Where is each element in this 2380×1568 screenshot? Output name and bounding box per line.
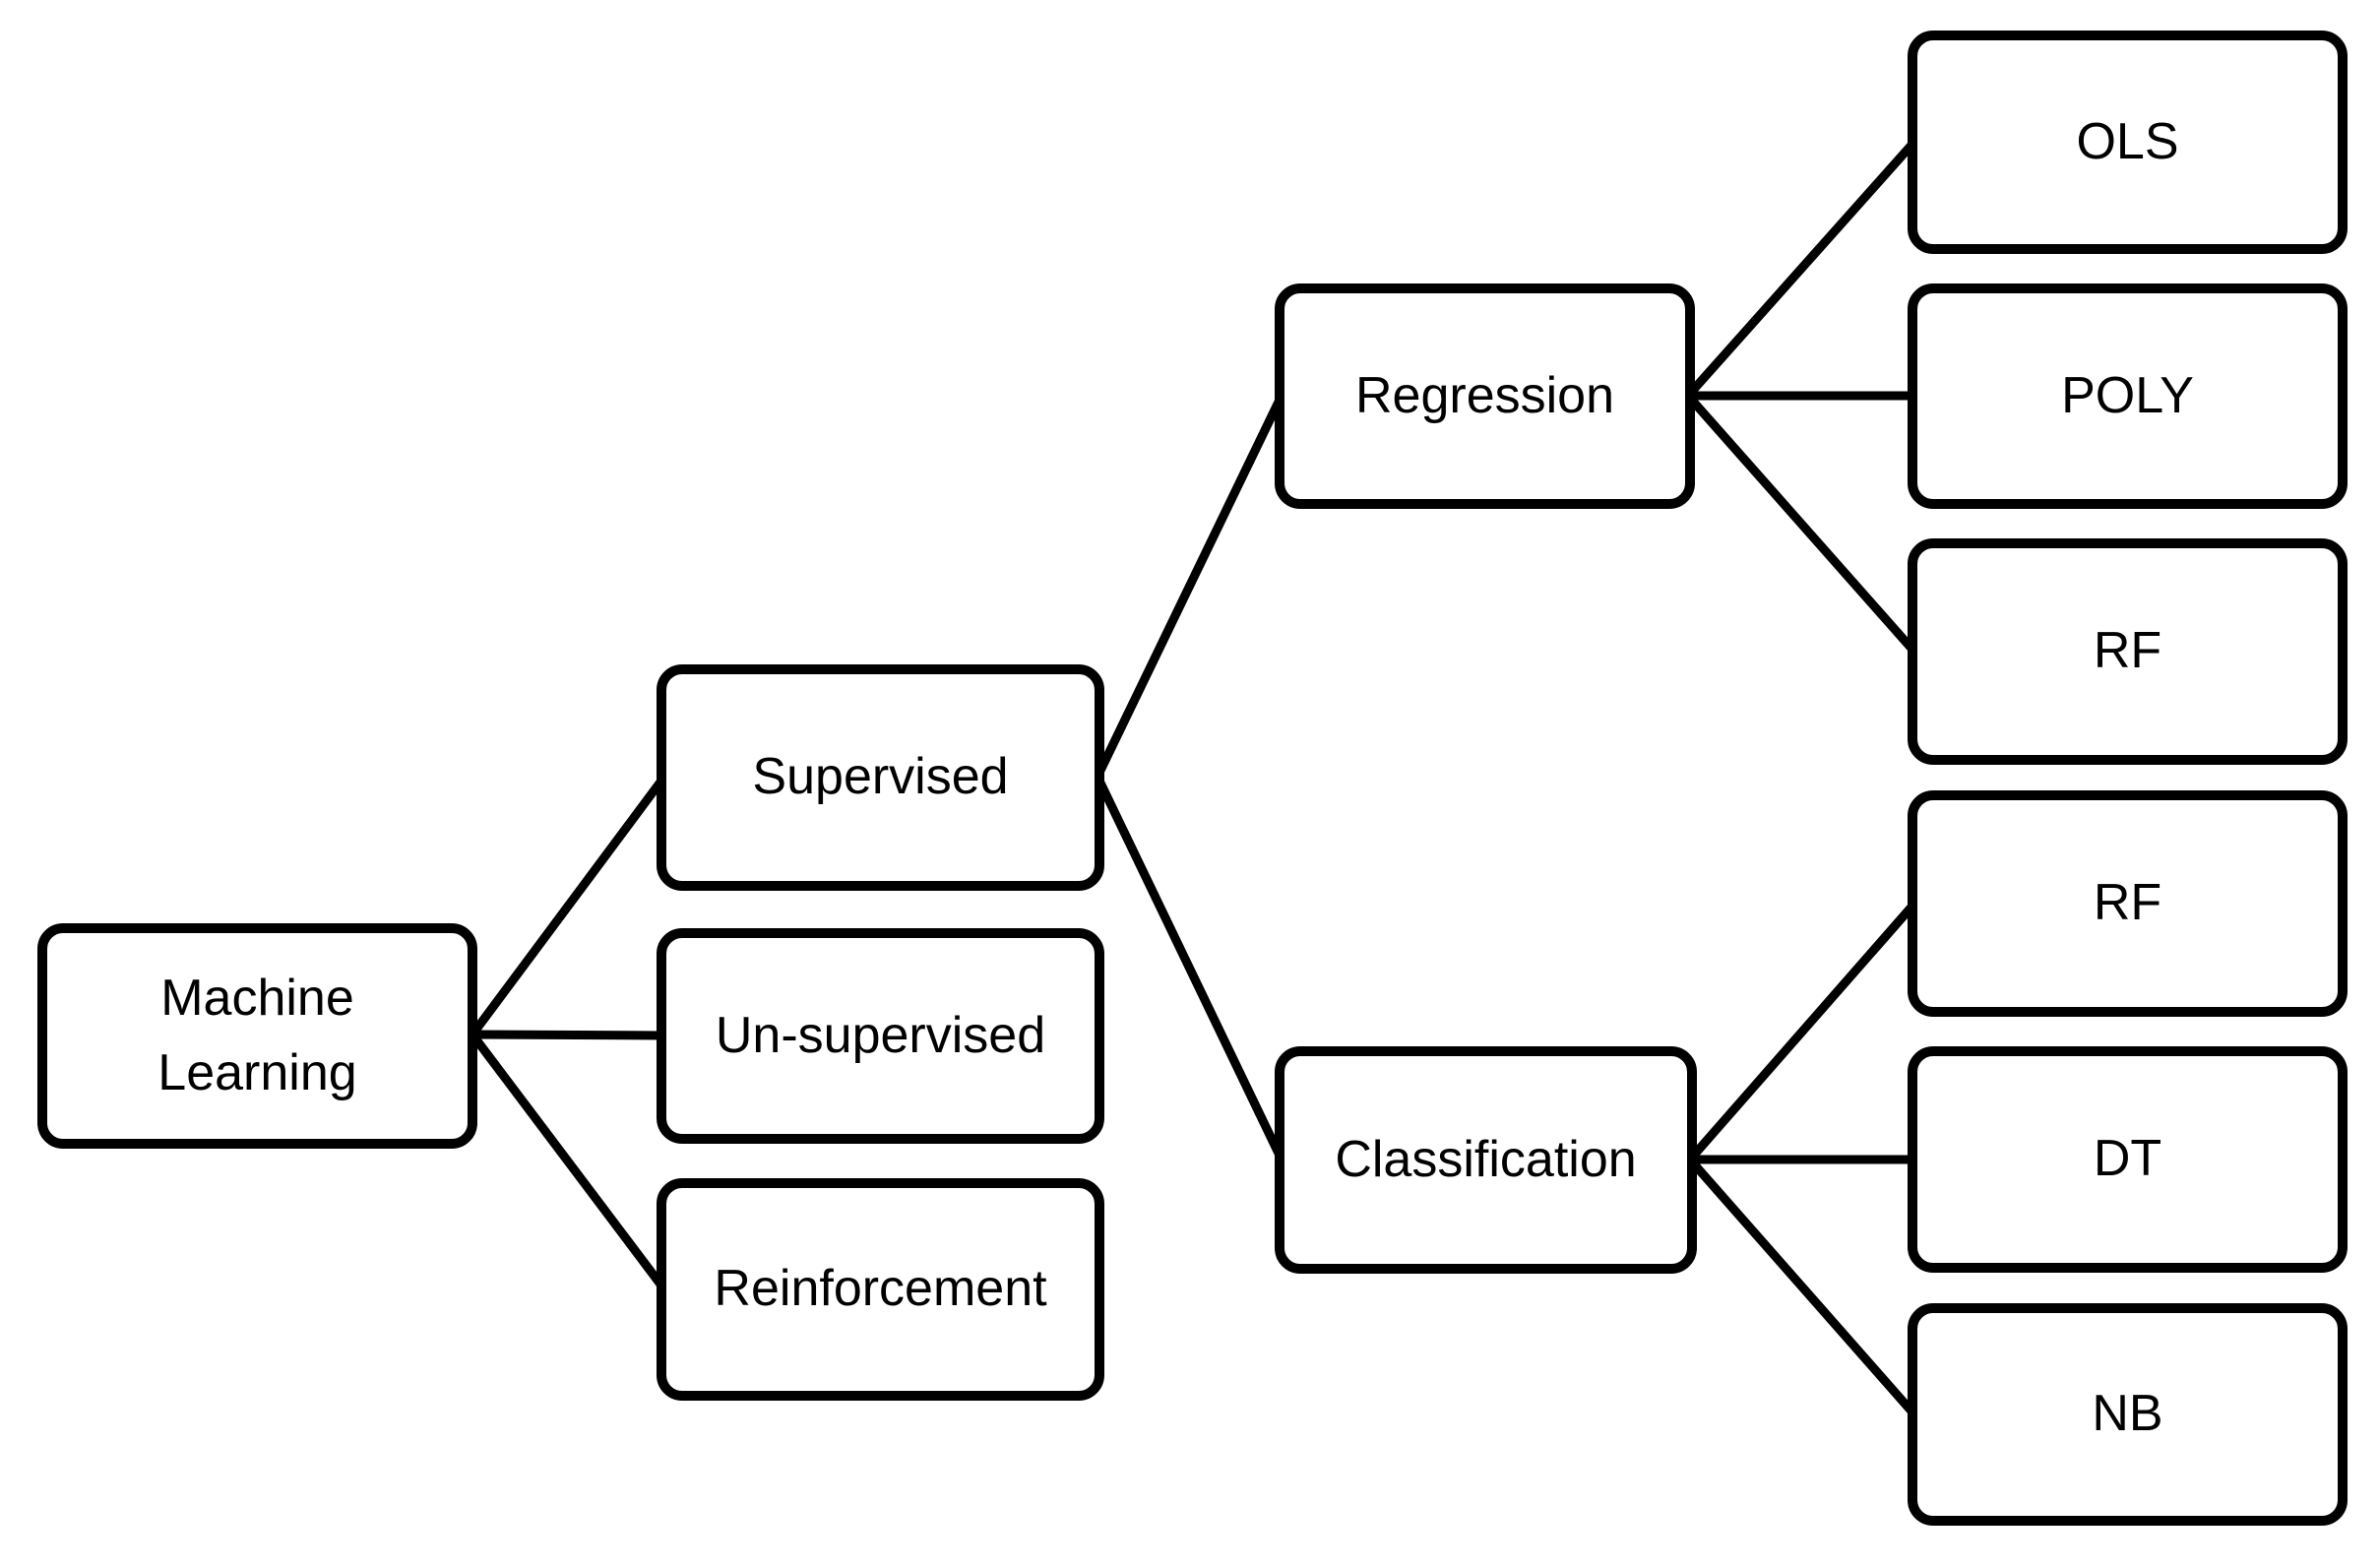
node-label: Regression <box>1354 366 1615 424</box>
edge-regression-rf <box>1684 393 1918 655</box>
edge-classification-rf <box>1686 901 1918 1162</box>
node-un-supervised: Un-supervised <box>657 928 1104 1144</box>
edge-machine-learning-supervised <box>469 774 668 1037</box>
node-label: Machine Learning <box>157 970 357 1101</box>
node-nb: NB <box>1908 1303 2348 1526</box>
edge-regression-ols <box>1684 139 1918 399</box>
node-label: Classification <box>1335 1130 1637 1188</box>
edge-supervised-regression <box>1093 394 1286 779</box>
node-poly: POLY <box>1908 283 2348 509</box>
node-label: Un-supervised <box>715 1006 1046 1064</box>
node-label: RF <box>2093 622 2162 680</box>
edge-classification-nb <box>1686 1157 1918 1417</box>
node-label: Reinforcement <box>714 1260 1047 1318</box>
node-label: DT <box>2093 1130 2162 1188</box>
node-rf-under-regression: RF <box>1908 538 2348 765</box>
node-supervised: Supervised <box>657 664 1104 891</box>
node-reinforcement: Reinforcement <box>657 1178 1104 1401</box>
node-label: Supervised <box>752 748 1009 806</box>
node-label: NB <box>2092 1385 2163 1443</box>
node-label: RF <box>2093 874 2162 932</box>
node-regression: Regression <box>1275 283 1695 509</box>
node-label: POLY <box>2061 366 2194 424</box>
node-ols: OLS <box>1908 31 2348 254</box>
node-label: OLS <box>2076 112 2179 170</box>
node-classification: Classification <box>1275 1046 1697 1274</box>
node-machine-learning: Machine Learning <box>37 923 477 1149</box>
node-rf-under-classification: RF <box>1908 790 2348 1017</box>
edge-machine-learning-reinforcement <box>469 1032 668 1292</box>
edge-supervised-classification <box>1093 775 1286 1161</box>
node-dt: DT <box>1908 1046 2348 1273</box>
